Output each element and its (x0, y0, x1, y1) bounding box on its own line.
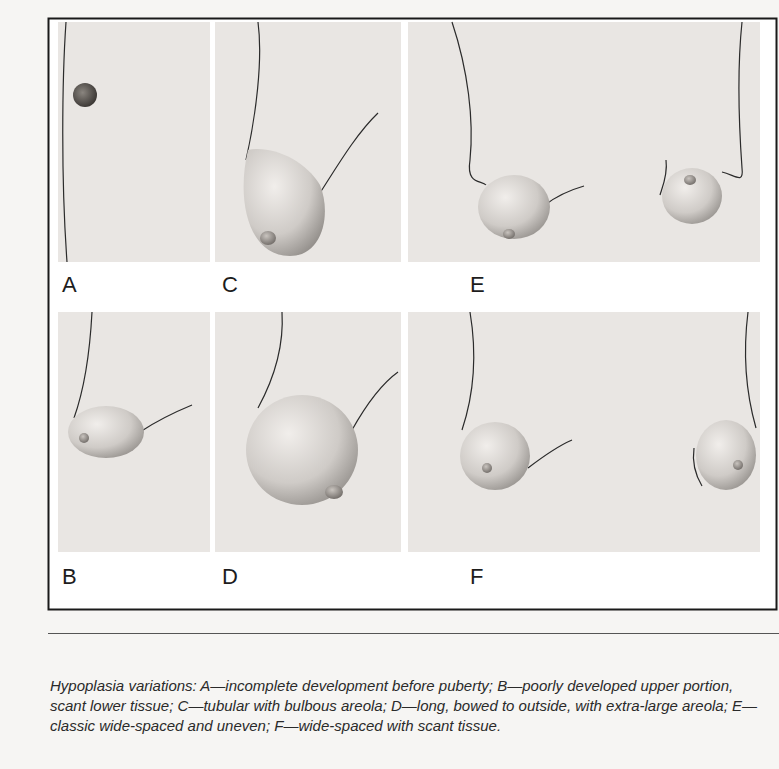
panel-letter: D (222, 566, 238, 588)
panel-letter: C (222, 274, 238, 296)
panel-letter: E (470, 274, 485, 296)
panel-letter: A (62, 274, 77, 296)
panels (58, 22, 760, 552)
separator (48, 633, 779, 634)
figure-caption: Hypoplasia variations: A—incomplete deve… (50, 676, 762, 736)
panel-letter: F (470, 566, 483, 588)
panel-letter: B (62, 566, 77, 588)
body-outlines (63, 22, 756, 486)
breast-shapes (68, 83, 756, 505)
frame (49, 19, 777, 610)
